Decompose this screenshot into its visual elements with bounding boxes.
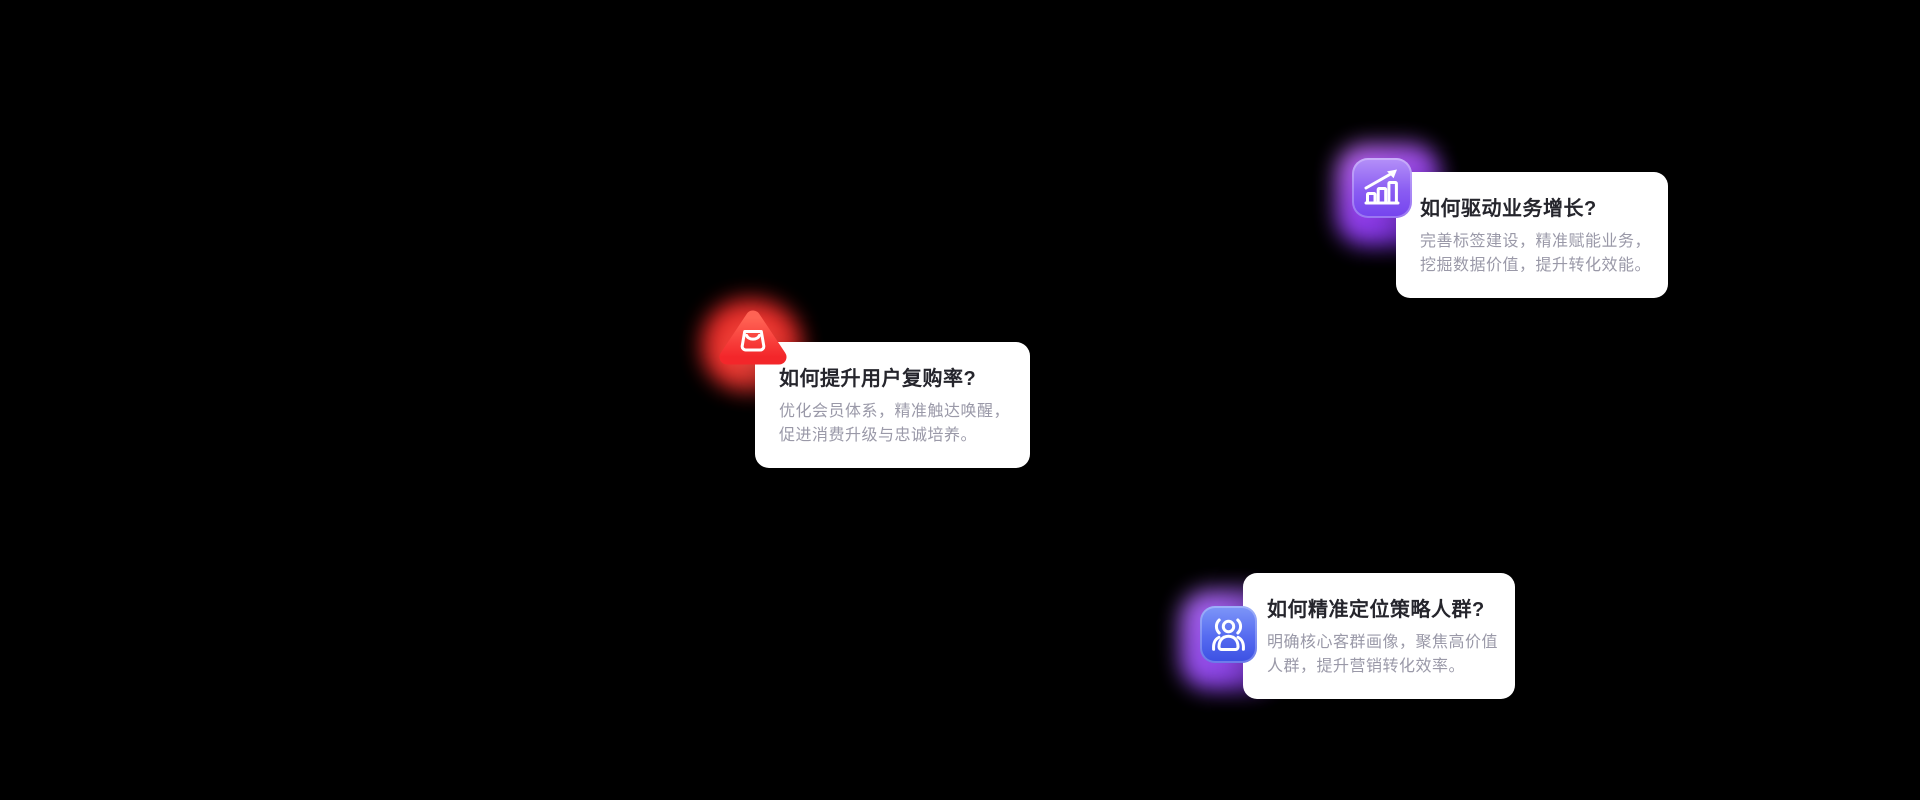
audience-icon[interactable] [1200, 606, 1257, 663]
card-title-repurchase: 如何提升用户复购率? [779, 368, 977, 390]
card-title-audience: 如何精准定位策略人群? [1267, 599, 1485, 621]
guide-card-repurchase[interactable]: 如何提升用户复购率? 优化会员体系，精准触达唤醒， 促进消费升级与忠诚培养。 [755, 342, 1030, 468]
card-title-growth: 如何驱动业务增长? [1420, 198, 1597, 220]
shopping-bag-icon[interactable] [719, 307, 787, 369]
card-body-repurchase: 优化会员体系，精准触达唤醒， 促进消费升级与忠诚培养。 [779, 400, 1010, 448]
card-body-repurchase-line2: 促进消费升级与忠诚培养。 [779, 427, 978, 444]
card-body-audience-line1: 明确核心客群画像，聚焦高价值 [1267, 634, 1499, 651]
card-body-repurchase-line1: 优化会员体系，精准触达唤醒， [779, 403, 1011, 420]
card-body-growth: 完善标签建设，精准赋能业务， 挖掘数据价值，提升转化效能。 [1420, 230, 1651, 278]
growth-chart-icon[interactable] [1352, 158, 1412, 218]
card-body-growth-line1: 完善标签建设，精准赋能业务， [1420, 233, 1652, 250]
guide-card-growth[interactable]: 如何驱动业务增长? 完善标签建设，精准赋能业务， 挖掘数据价值，提升转化效能。 [1396, 172, 1668, 298]
guide-card-audience[interactable]: 如何精准定位策略人群? 明确核心客群画像，聚焦高价值人群，提升营销转化效率。 [1243, 573, 1515, 699]
card-body-audience-line2: 人群，提升营销转化效率。 [1267, 658, 1466, 675]
card-body-audience: 明确核心客群画像，聚焦高价值人群，提升营销转化效率。 [1267, 631, 1498, 679]
card-body-growth-line2: 挖掘数据价值，提升转化效能。 [1420, 257, 1652, 274]
